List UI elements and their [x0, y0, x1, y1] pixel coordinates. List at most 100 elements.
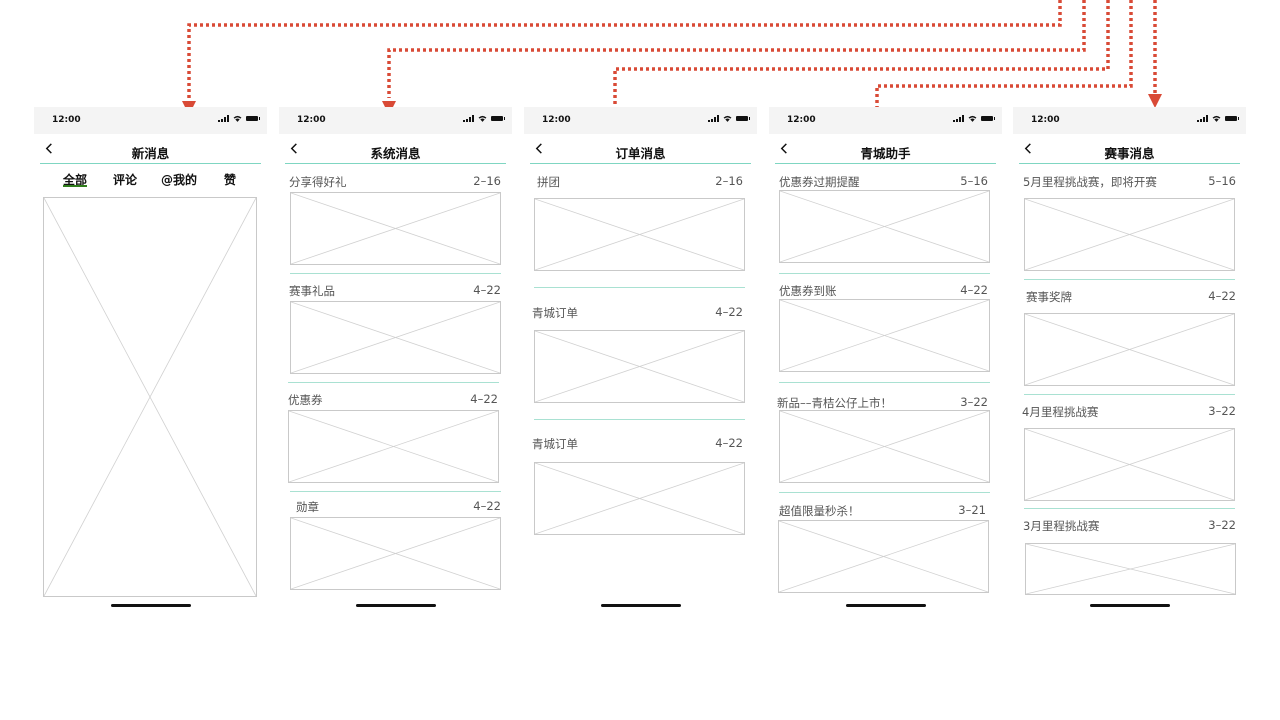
wifi-icon	[233, 115, 242, 122]
message-date: 3–22	[1208, 404, 1236, 418]
placeholder-cross	[291, 518, 500, 589]
message-title[interactable]: 新品––青桔公仔上市！	[777, 396, 892, 410]
battery-icon	[491, 116, 505, 121]
message-placeholder-image	[290, 192, 501, 265]
active-tab-indicator	[63, 185, 87, 187]
message-divider	[779, 492, 990, 493]
message-title[interactable]: 4月里程挑战赛	[1022, 405, 1099, 419]
message-title[interactable]: 赛事礼品	[289, 284, 335, 298]
home-indicator	[601, 604, 681, 607]
message-title[interactable]: 赛事奖牌	[1026, 290, 1072, 304]
arrowhead-5	[1148, 94, 1162, 108]
tab-comments[interactable]: 评论	[113, 173, 138, 187]
message-placeholder-image	[534, 330, 745, 403]
placeholder-cross	[780, 191, 989, 262]
status-time: 12:00	[297, 115, 326, 125]
nav-divider	[1019, 163, 1240, 164]
nav-divider	[530, 163, 751, 164]
placeholder-cross	[535, 331, 744, 402]
message-title[interactable]: 优惠券过期提醒	[779, 175, 860, 189]
back-chevron-icon[interactable]	[779, 143, 790, 154]
status-bar: 12:00	[279, 107, 512, 134]
message-divider	[288, 382, 499, 383]
message-date: 4–22	[473, 283, 501, 297]
page-title: 青城助手	[860, 146, 911, 161]
message-title[interactable]: 分享得好礼	[289, 175, 347, 189]
wifi-icon	[723, 115, 732, 122]
message-divider	[534, 419, 745, 420]
message-placeholder-image	[1024, 198, 1235, 271]
arrow-to-system-messages	[387, 0, 1086, 98]
page-title: 新消息	[131, 146, 170, 161]
battery-icon	[1225, 116, 1239, 121]
message-title[interactable]: 青城订单	[532, 306, 578, 320]
arrow-to-order-messages	[613, 0, 1110, 121]
status-bar: 12:00	[34, 107, 267, 134]
placeholder-cross	[44, 198, 256, 596]
placeholder-cross	[1026, 544, 1235, 594]
wifi-icon	[478, 115, 487, 122]
message-divider	[534, 287, 745, 288]
message-date: 4–22	[715, 305, 743, 319]
message-placeholder-image	[290, 301, 501, 374]
placeholder-cross	[1025, 199, 1234, 270]
back-chevron-icon[interactable]	[534, 143, 545, 154]
placeholder-cross	[780, 411, 989, 482]
message-placeholder-image	[778, 520, 989, 593]
message-placeholder-image	[1024, 313, 1235, 386]
message-placeholder-image	[1025, 543, 1236, 595]
status-time: 12:00	[787, 115, 816, 125]
message-title[interactable]: 3月里程挑战赛	[1023, 519, 1100, 533]
tab-all[interactable]: 全部	[63, 173, 88, 187]
message-placeholder-image	[779, 299, 990, 372]
status-bar: 12:00	[1013, 107, 1246, 134]
message-date: 4–22	[960, 283, 988, 297]
phone-order-messages: 12:00 订单消息 拼团 2–16 青城订单 4–22 青城订单 4–22	[524, 107, 757, 610]
nav-bar: 系统消息	[279, 134, 512, 164]
message-date: 3–21	[958, 503, 986, 517]
back-chevron-icon[interactable]	[289, 143, 300, 154]
message-title[interactable]: 5月里程挑战赛，即将开赛	[1023, 175, 1157, 189]
status-bar: 12:00	[769, 107, 1002, 134]
message-date: 5–16	[1208, 174, 1236, 188]
message-date: 5–16	[960, 174, 988, 188]
message-title[interactable]: 青城订单	[532, 437, 578, 451]
message-divider	[1024, 279, 1235, 280]
tab-likes[interactable]: 赞	[224, 173, 237, 187]
message-title[interactable]: 优惠券到账	[779, 284, 837, 298]
message-title[interactable]: 超值限量秒杀！	[779, 504, 860, 518]
message-placeholder-image	[1024, 428, 1235, 501]
message-placeholder-image	[779, 410, 990, 483]
message-title[interactable]: 勋章	[296, 500, 319, 514]
message-date: 4–22	[715, 436, 743, 450]
message-placeholder-image	[534, 198, 745, 271]
arrow-to-new-messages	[187, 0, 1062, 98]
home-indicator	[356, 604, 436, 607]
placeholder-cross	[779, 521, 988, 592]
phone-qingcheng-assistant: 12:00 青城助手 优惠券过期提醒 5–16 优惠券到账 4–22 新品––青…	[769, 107, 1002, 610]
status-time: 12:00	[542, 115, 571, 125]
battery-icon	[246, 116, 260, 121]
back-chevron-icon[interactable]	[1023, 143, 1034, 154]
message-placeholder-image	[288, 410, 499, 483]
placeholder-cross	[291, 193, 500, 264]
phone-new-messages: 12:00 新消息 全部 评论 @我的 赞	[34, 107, 267, 610]
battery-icon	[981, 116, 995, 121]
signal-icon	[708, 115, 719, 122]
message-placeholder-image	[290, 517, 501, 590]
message-date: 3–22	[960, 395, 988, 409]
tab-mentions[interactable]: @我的	[161, 173, 198, 187]
back-chevron-icon[interactable]	[44, 143, 55, 154]
message-divider	[290, 273, 501, 274]
message-date: 4–22	[470, 392, 498, 406]
message-date: 2–16	[473, 174, 501, 188]
nav-bar: 订单消息	[524, 134, 757, 164]
message-divider	[1024, 394, 1235, 395]
message-title[interactable]: 拼团	[537, 175, 560, 189]
phone-system-messages: 12:00 系统消息 分享得好礼 2–16 赛事礼品 4–22 优惠券 4–22…	[279, 107, 512, 610]
page-title: 系统消息	[370, 146, 421, 161]
home-indicator	[111, 604, 191, 607]
message-placeholder-image	[779, 190, 990, 263]
nav-divider	[285, 163, 506, 164]
message-title[interactable]: 优惠券	[288, 393, 323, 407]
